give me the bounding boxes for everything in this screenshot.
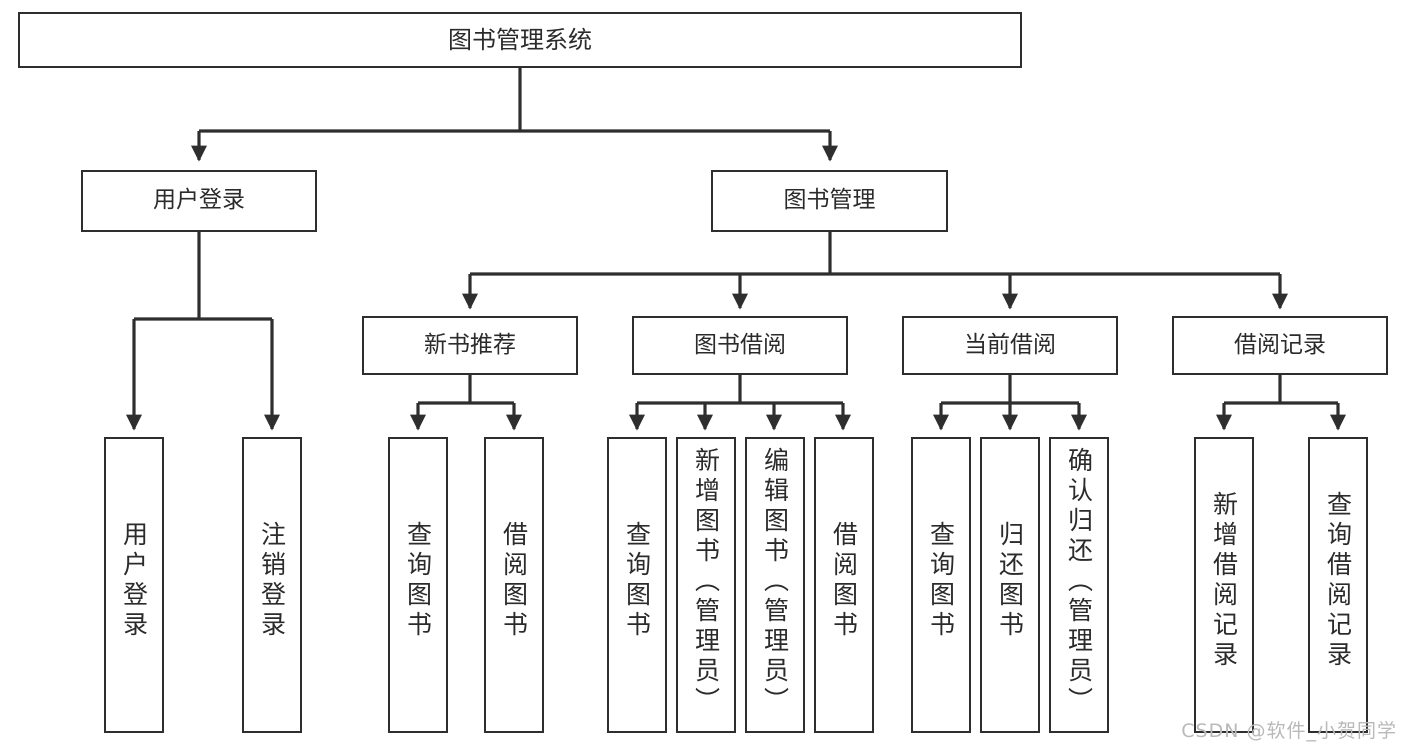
node-user-login[interactable]: 用户登录 xyxy=(81,170,317,232)
node-label: 确认归还（管理员） xyxy=(1064,447,1094,717)
node-label: 当前借阅 xyxy=(964,331,1056,358)
node-label: 用户登录 xyxy=(153,187,245,214)
node-book-borrow[interactable]: 图书借阅 xyxy=(632,316,848,375)
leaf-logout[interactable]: 注销登录 xyxy=(242,437,302,733)
node-book-management[interactable]: 图书管理 xyxy=(711,170,948,232)
node-label: 新增借阅记录 xyxy=(1209,491,1239,671)
node-label: 借阅记录 xyxy=(1234,331,1326,358)
node-label: 查询借阅记录 xyxy=(1323,491,1353,671)
leaf-edit-book-admin[interactable]: 编辑图书（管理员） xyxy=(745,437,805,733)
leaf-borrow-book[interactable]: 借阅图书 xyxy=(814,437,874,733)
node-current-borrow[interactable]: 当前借阅 xyxy=(902,316,1118,375)
node-label: 归还图书 xyxy=(995,521,1025,641)
leaf-add-book-admin[interactable]: 新增图书（管理员） xyxy=(676,437,736,733)
node-label: 图书管理 xyxy=(783,187,876,214)
node-borrow-record[interactable]: 借阅记录 xyxy=(1172,316,1388,375)
leaf-return-book[interactable]: 归还图书 xyxy=(980,437,1040,733)
node-root-system[interactable]: 图书管理系统 xyxy=(18,12,1022,68)
node-label: 图书借阅 xyxy=(694,331,786,358)
node-label: 图书管理系统 xyxy=(448,25,592,54)
node-label: 新书推荐 xyxy=(424,331,516,358)
watermark: CSDN @软件_小贺同学 xyxy=(1181,720,1397,742)
node-label: 新增图书（管理员） xyxy=(691,447,721,717)
leaf-user-login[interactable]: 用户登录 xyxy=(104,437,164,733)
node-label: 查询图书 xyxy=(622,521,652,641)
node-label: 查询图书 xyxy=(926,521,956,641)
node-label: 查询图书 xyxy=(403,521,433,641)
node-label: 用户登录 xyxy=(119,521,149,641)
leaf-query-borrow-record[interactable]: 查询借阅记录 xyxy=(1308,437,1368,733)
leaf-query-book-current[interactable]: 查询图书 xyxy=(911,437,971,733)
node-label: 注销登录 xyxy=(257,521,287,641)
node-label: 编辑图书（管理员） xyxy=(760,447,790,717)
node-new-book-recommend[interactable]: 新书推荐 xyxy=(362,316,578,375)
leaf-query-book-recommend[interactable]: 查询图书 xyxy=(388,437,448,733)
leaf-query-book-borrow[interactable]: 查询图书 xyxy=(607,437,667,733)
node-label: 借阅图书 xyxy=(829,521,859,641)
node-label: 借阅图书 xyxy=(499,521,529,641)
leaf-borrow-book-recommend[interactable]: 借阅图书 xyxy=(484,437,544,733)
leaf-add-borrow-record[interactable]: 新增借阅记录 xyxy=(1194,437,1254,733)
leaf-confirm-return-admin[interactable]: 确认归还（管理员） xyxy=(1049,437,1109,733)
